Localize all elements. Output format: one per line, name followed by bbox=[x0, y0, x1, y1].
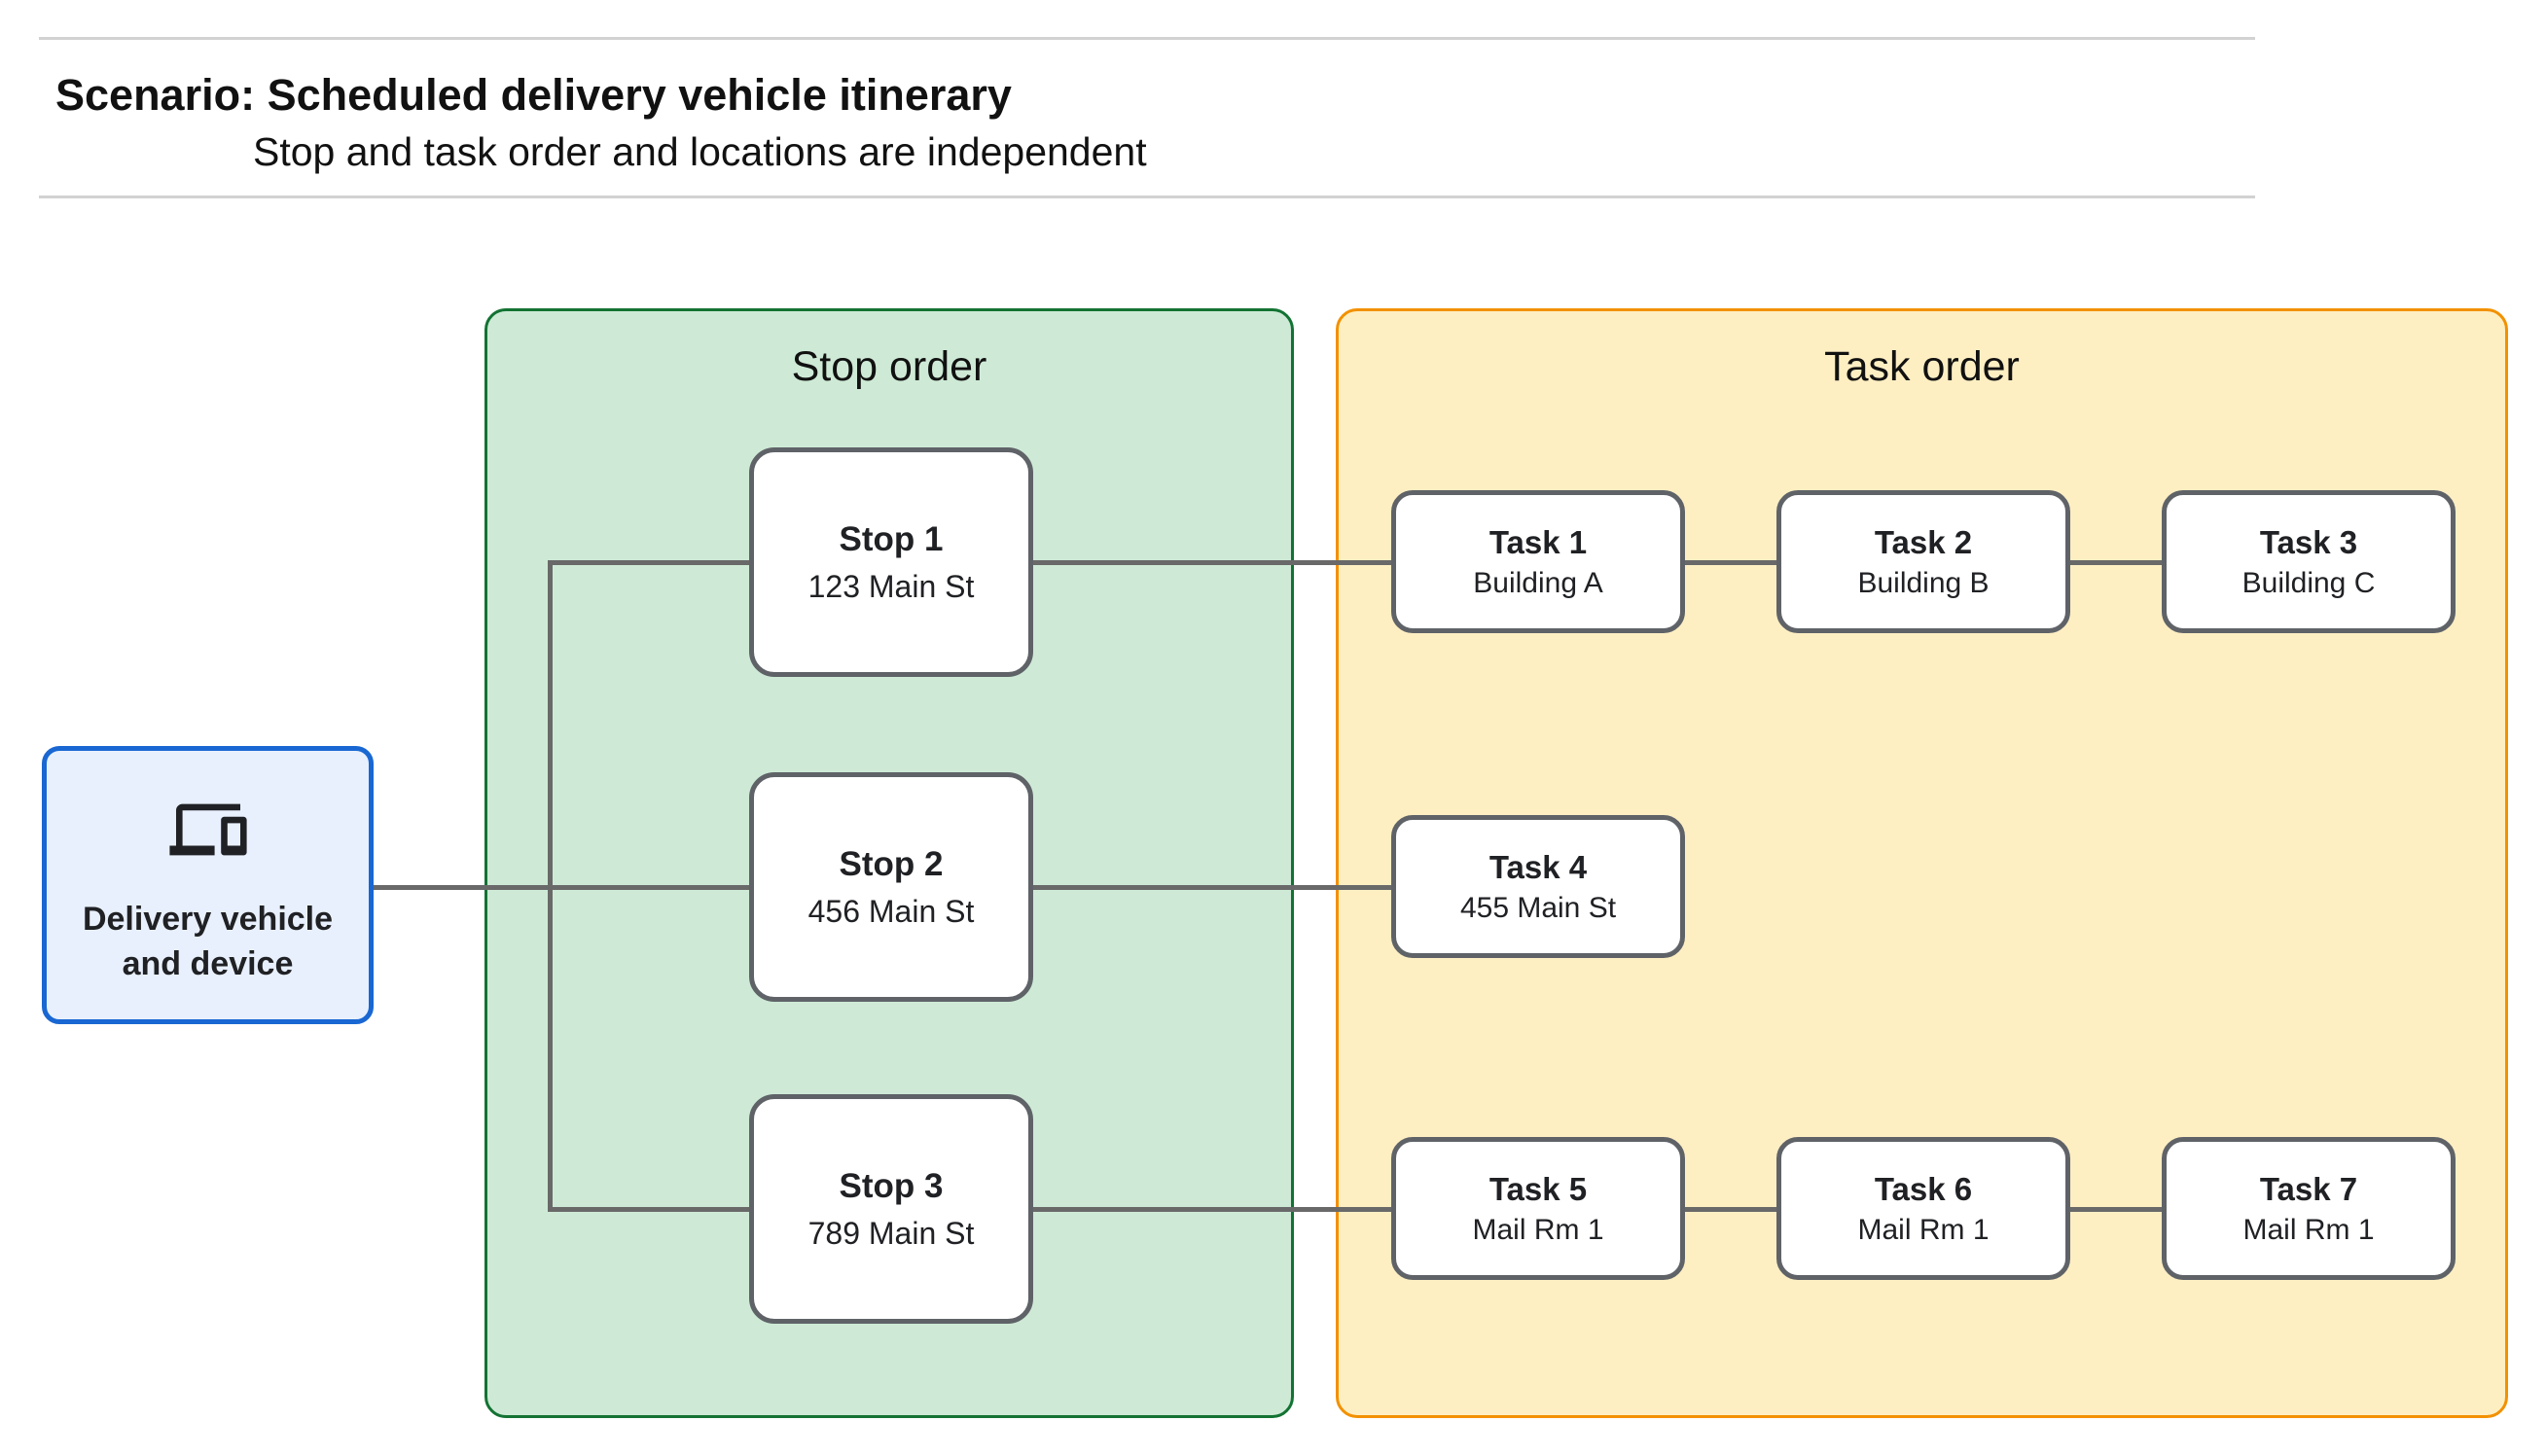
page-title: Scenario: Scheduled delivery vehicle iti… bbox=[55, 70, 1012, 120]
stop-2-node: Stop 2 456 Main St bbox=[749, 772, 1033, 1002]
connector-trunk-to-stop3 bbox=[550, 1207, 749, 1212]
connector-task6-to-task7 bbox=[2070, 1207, 2162, 1212]
connector-trunk-vertical bbox=[548, 560, 553, 1212]
connector-task2-to-task3 bbox=[2070, 560, 2162, 565]
task-6-node: Task 6 Mail Rm 1 bbox=[1776, 1137, 2070, 1280]
task-4-location: 455 Main St bbox=[1459, 891, 1617, 924]
stop-2-address: 456 Main St bbox=[807, 893, 975, 929]
task-7-title: Task 7 bbox=[2259, 1170, 2358, 1207]
delivery-vehicle-label: Delivery vehicle and device bbox=[83, 897, 333, 986]
connector-stop1-to-task1 bbox=[1033, 560, 1391, 565]
stop-1-node: Stop 1 123 Main St bbox=[749, 447, 1033, 677]
task-5-location: Mail Rm 1 bbox=[1472, 1213, 1604, 1246]
connector-vehicle-to-trunk bbox=[374, 885, 749, 890]
connector-task1-to-task2 bbox=[1685, 560, 1776, 565]
task-1-node: Task 1 Building A bbox=[1391, 490, 1685, 633]
task-3-node: Task 3 Building C bbox=[2162, 490, 2456, 633]
task-order-panel-title: Task order bbox=[1824, 343, 2020, 390]
stop-3-address: 789 Main St bbox=[807, 1215, 975, 1251]
task-3-location: Building C bbox=[2241, 566, 2376, 599]
task-3-title: Task 3 bbox=[2259, 523, 2358, 560]
delivery-vehicle-node: Delivery vehicle and device bbox=[42, 746, 374, 1024]
connector-stop2-to-task4 bbox=[1033, 885, 1391, 890]
task-1-location: Building A bbox=[1473, 566, 1603, 599]
task-6-location: Mail Rm 1 bbox=[1857, 1213, 1990, 1246]
connector-stop3-to-task5 bbox=[1033, 1207, 1391, 1212]
delivery-vehicle-label-line1: Delivery vehicle bbox=[82, 901, 334, 938]
stop-2-title: Stop 2 bbox=[839, 844, 944, 883]
divider-top bbox=[39, 37, 2255, 40]
task-4-node: Task 4 455 Main St bbox=[1391, 815, 1685, 958]
task-2-location: Building B bbox=[1857, 566, 1990, 599]
task-6-title: Task 6 bbox=[1874, 1170, 1973, 1207]
task-4-title: Task 4 bbox=[1488, 848, 1588, 885]
page-subtitle: Stop and task order and locations are in… bbox=[253, 129, 1147, 174]
stop-1-address: 123 Main St bbox=[807, 568, 975, 604]
task-7-location: Mail Rm 1 bbox=[2242, 1213, 2375, 1246]
task-1-title: Task 1 bbox=[1488, 523, 1588, 560]
task-7-node: Task 7 Mail Rm 1 bbox=[2162, 1137, 2456, 1280]
connector-task5-to-task6 bbox=[1685, 1207, 1776, 1212]
task-2-node: Task 2 Building B bbox=[1776, 490, 2070, 633]
task-5-title: Task 5 bbox=[1488, 1170, 1588, 1207]
stop-3-title: Stop 3 bbox=[839, 1166, 944, 1205]
task-2-title: Task 2 bbox=[1874, 523, 1973, 560]
stop-order-panel-title: Stop order bbox=[791, 343, 987, 390]
task-5-node: Task 5 Mail Rm 1 bbox=[1391, 1137, 1685, 1280]
divider-bottom bbox=[39, 195, 2255, 198]
stop-1-title: Stop 1 bbox=[839, 519, 944, 558]
connector-trunk-to-stop1 bbox=[550, 560, 749, 565]
stop-3-node: Stop 3 789 Main St bbox=[749, 1094, 1033, 1324]
delivery-vehicle-label-line2: and device bbox=[122, 945, 294, 982]
devices-icon bbox=[168, 803, 247, 856]
